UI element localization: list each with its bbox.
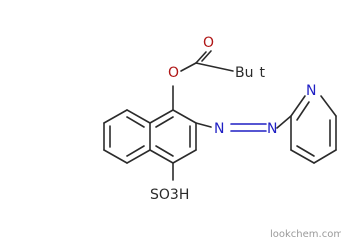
azo-nitrogen-1-label: N	[214, 121, 224, 137]
naphthalene-ring-left	[103, 109, 151, 164]
pivalate-ester-group	[172, 50, 234, 111]
pyridine-nitrogen-label: N	[306, 83, 316, 99]
carbonyl-oxygen-label: O	[203, 35, 214, 51]
ester-oxygen-label: O	[168, 65, 179, 81]
tert-butyl-label-part-2: t	[259, 65, 265, 81]
pyridine-ring	[290, 95, 337, 164]
tert-butyl-label-part-1: Bu	[235, 65, 253, 81]
naphthalene-ring-right	[149, 109, 197, 164]
azo-nitrogen-2-label: N	[267, 121, 277, 137]
watermark-text: lookchem.com	[270, 229, 341, 240]
sulfonic-acid-label: SO3H	[150, 187, 189, 203]
azo-linkage	[195, 115, 292, 132]
